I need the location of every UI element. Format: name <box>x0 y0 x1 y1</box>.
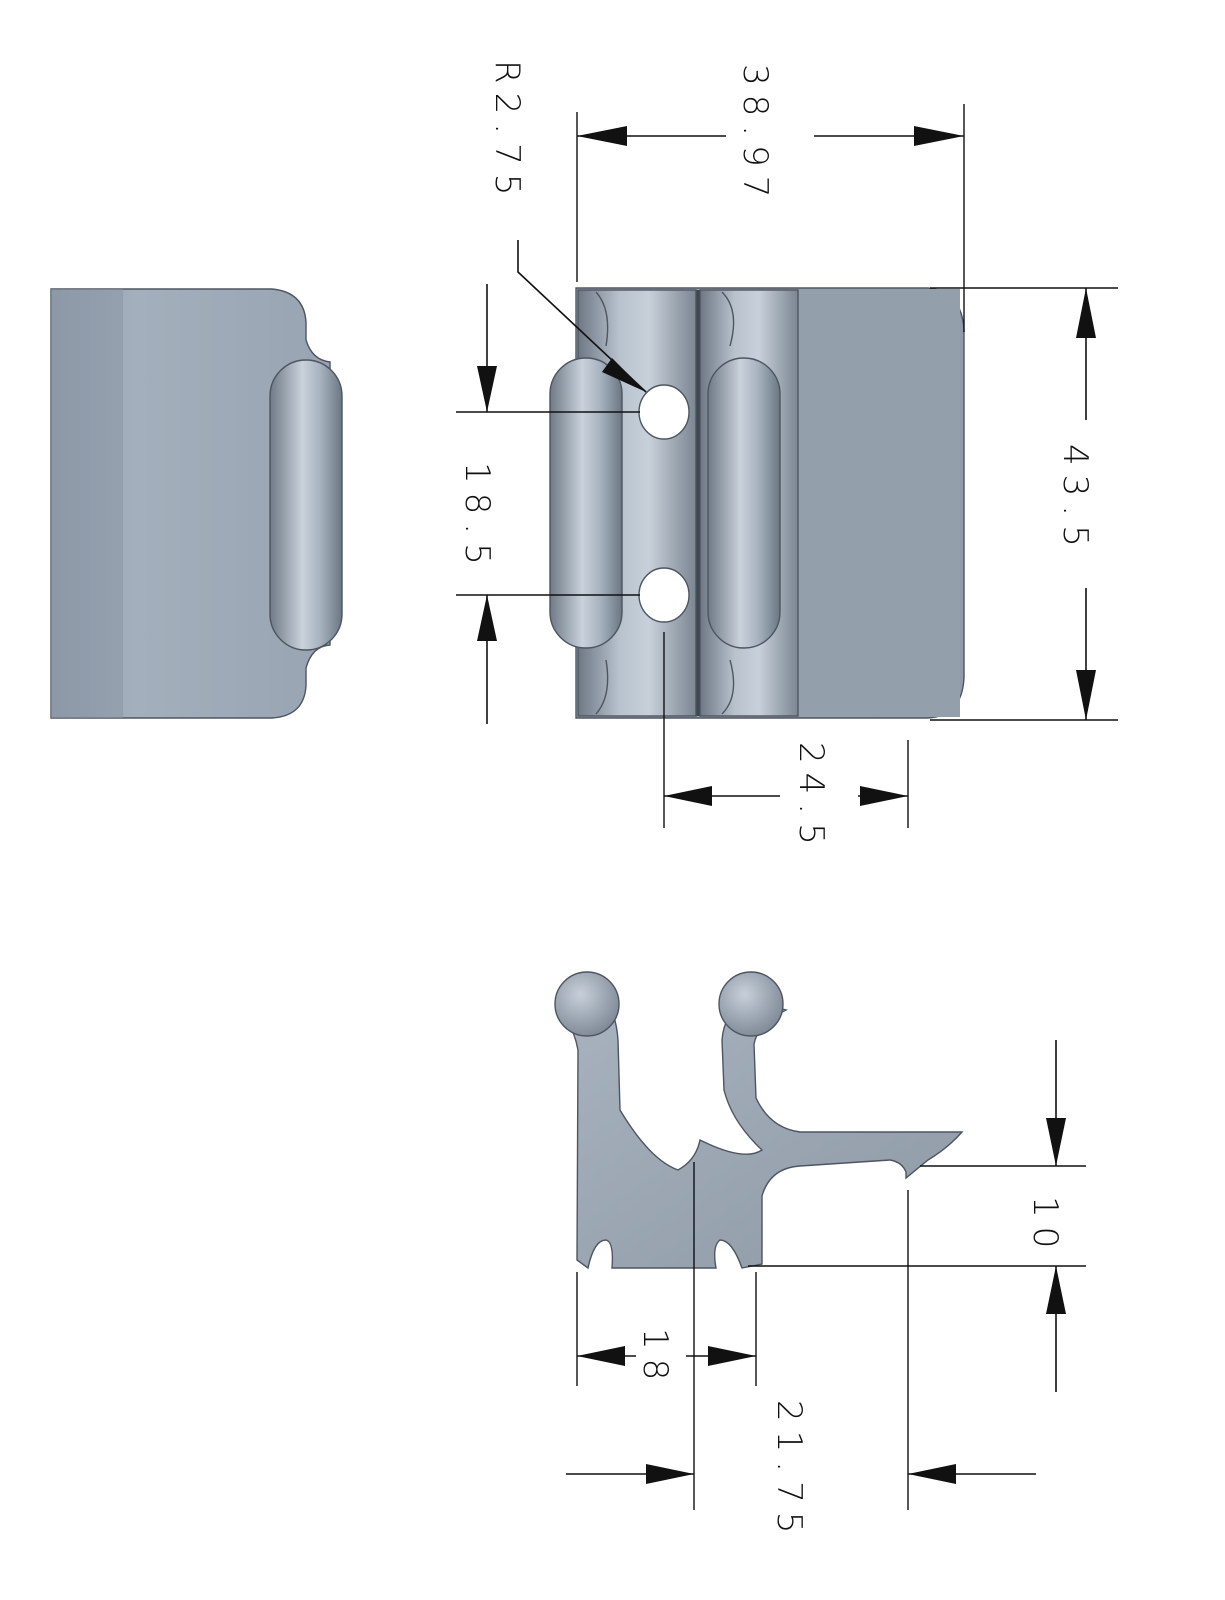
dim-profile-height-label: 10 <box>1025 1196 1065 1257</box>
dim-profile-height: 10 <box>748 1040 1086 1392</box>
front-view-hole-bottom <box>638 567 690 623</box>
front-view <box>549 287 965 719</box>
dim-profile-base-width: 18 <box>576 1272 757 1389</box>
front-view-hole-top <box>638 384 690 440</box>
dim-hole-radius: R2.75 <box>487 60 647 393</box>
dim-overall-width: 38.97 <box>576 64 965 332</box>
dim-hole-offset: 24.5 <box>663 632 909 854</box>
dim-profile-base-width-label: 18 <box>635 1328 675 1389</box>
front-view-fillet-bottom <box>595 659 735 715</box>
profile-view-body <box>558 997 964 1270</box>
dim-hole-offset-label: 24.5 <box>791 742 831 854</box>
profile-view-ball-left <box>554 971 620 1037</box>
dim-profile-depth-label: 21.75 <box>769 1400 809 1542</box>
front-view-fillet-top <box>595 291 735 347</box>
side-view <box>50 288 343 719</box>
side-view-ridge <box>269 359 343 651</box>
profile-view <box>554 971 964 1270</box>
dim-overall-height: 43.5 <box>930 287 1118 721</box>
front-view-rib-right <box>707 357 781 649</box>
dim-hole-spacing: 18.5 <box>456 284 640 724</box>
side-view-shade <box>51 289 123 718</box>
dim-hole-radius-label: R2.75 <box>487 60 527 204</box>
dim-profile-depth: 21.75 <box>566 1162 1036 1542</box>
dim-overall-height-label: 43.5 <box>1055 444 1095 556</box>
dim-overall-width-label: 38.97 <box>735 64 775 206</box>
dim-hole-spacing-label: 18.5 <box>457 462 497 574</box>
front-view-plate-flat <box>798 289 960 717</box>
front-view-rib-left <box>549 357 623 649</box>
profile-view-ball-right <box>718 971 784 1037</box>
